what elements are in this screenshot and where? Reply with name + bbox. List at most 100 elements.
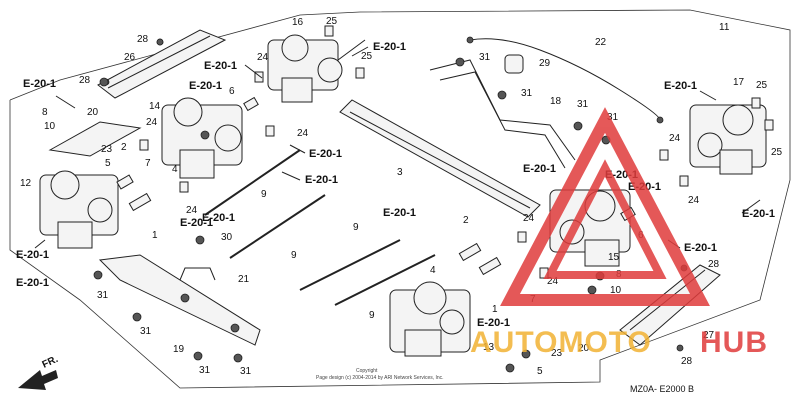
copyright-line1: Copyright <box>356 368 378 374</box>
copyright-line2: Page design (c) 2004-2014 by ARI Network… <box>316 375 444 381</box>
figure-code: MZ0A- E2000 B <box>630 384 694 394</box>
watermark-word-2: HUB <box>700 326 768 359</box>
part-label-p18: 18 <box>550 96 562 107</box>
part-label-p31d: 31 <box>607 112 619 123</box>
part-label-p25a: 25 <box>326 16 338 27</box>
part-label-p9d: 9 <box>369 310 375 321</box>
part-label-p8a: 8 <box>42 107 48 118</box>
part-label-p24b: 24 <box>146 117 158 128</box>
rods-9 <box>204 149 436 306</box>
part-label-p25b: 25 <box>361 51 373 62</box>
carburetor-12 <box>39 170 119 249</box>
reference-label-r10: E-20-1 <box>16 277 49 289</box>
part-label-p25c: 25 <box>756 80 768 91</box>
carburetor-16 <box>267 34 366 103</box>
reference-label-r3: E-20-1 <box>189 80 222 92</box>
part-label-p31b: 31 <box>521 88 533 99</box>
part-label-p31h: 31 <box>240 366 252 377</box>
carburetor-14 <box>161 97 243 179</box>
part-label-p31e: 31 <box>97 290 109 301</box>
part-label-p28d: 28 <box>681 356 693 367</box>
part-number-labels: 1122344556677889999101011121314151617181… <box>20 16 783 377</box>
watermark-triangle-icon <box>500 107 710 306</box>
reference-label-r8: E-20-1 <box>202 212 235 224</box>
part-label-p1b: 1 <box>492 304 498 315</box>
part-label-p12: 12 <box>20 178 32 189</box>
reference-label-r6: E-20-1 <box>305 174 338 186</box>
reference-arrows <box>34 46 761 249</box>
part-label-p23a: 23 <box>101 144 113 155</box>
part-label-p10a: 10 <box>44 121 56 132</box>
part-label-p20a: 20 <box>87 107 99 118</box>
part-label-p19: 19 <box>173 344 185 355</box>
part-label-p24g: 24 <box>688 195 700 206</box>
part-label-p31g: 31 <box>199 365 211 376</box>
part-label-p26: 26 <box>124 52 136 63</box>
part-label-p24d: 24 <box>186 205 198 216</box>
reference-label-r5: E-20-1 <box>309 148 342 160</box>
part-label-p5b: 5 <box>537 366 543 377</box>
bracket-18 <box>429 59 576 169</box>
reference-label-r17: E-20-1 <box>684 242 717 254</box>
reference-label-r9: E-20-1 <box>16 249 49 261</box>
part-label-p10b: 10 <box>610 285 622 296</box>
automotohub-watermark-logo: AUTOMOTO HUB <box>470 107 768 359</box>
plate-20 <box>48 121 142 157</box>
part-label-p17: 17 <box>733 77 745 88</box>
part-label-p24c: 24 <box>297 128 309 139</box>
part-label-p25d: 25 <box>771 147 783 158</box>
front-direction-arrow-icon: FR. <box>18 354 60 390</box>
reference-label-r16: E-20-1 <box>742 208 775 220</box>
reference-label-r11: E-20-1 <box>383 207 416 219</box>
part-label-p24a: 24 <box>257 52 269 63</box>
part-label-p14: 14 <box>149 101 161 112</box>
part-label-p28a: 28 <box>137 34 149 45</box>
reference-label-r1: E-20-1 <box>373 41 406 53</box>
diagram-frame <box>9 9 791 389</box>
reference-label-r12: E-20-1 <box>523 163 556 175</box>
reference-label-r15: E-20-1 <box>664 80 697 92</box>
reference-label-r2: E-20-1 <box>204 60 237 72</box>
reference-label-r18: E-20-1 <box>477 317 510 329</box>
part-label-p7a: 7 <box>145 158 151 169</box>
part-label-p4b: 4 <box>430 265 436 276</box>
part-label-p24f: 24 <box>669 133 681 144</box>
carburetor-13 <box>389 281 471 357</box>
reference-label-r7: E-20-1 <box>180 217 213 229</box>
part-label-p11: 11 <box>719 22 730 33</box>
part-label-p28b: 28 <box>79 75 91 86</box>
part-label-p3: 3 <box>397 167 403 178</box>
part-label-p4a: 4 <box>172 164 178 175</box>
link-bar-3 <box>339 99 541 218</box>
part-label-p16: 16 <box>292 17 304 28</box>
part-label-p24h: 24 <box>547 276 559 287</box>
part-label-p9b: 9 <box>291 250 297 261</box>
part-label-p9c: 9 <box>353 222 359 233</box>
part-label-p15: 15 <box>608 252 620 263</box>
part-label-p20b: 20 <box>578 343 590 354</box>
part-label-p29: 29 <box>539 58 551 69</box>
part-label-p31c: 31 <box>577 99 589 110</box>
part-label-p21: 21 <box>238 274 250 285</box>
direction-label: FR. <box>41 354 60 371</box>
clip-29 <box>504 54 524 74</box>
cable-22 <box>466 36 664 124</box>
part-label-p22: 22 <box>595 37 607 48</box>
part-label-p9a: 9 <box>261 189 267 200</box>
watermark-word-1: AUTOMOTO <box>470 326 652 359</box>
part-label-p31f: 31 <box>140 326 152 337</box>
part-label-p2b: 2 <box>463 215 469 226</box>
reference-code-labels: E-20-1E-20-1E-20-1E-20-1E-20-1E-20-1E-20… <box>16 41 775 329</box>
part-label-p6a: 6 <box>229 86 235 97</box>
part-label-p30: 30 <box>221 232 233 243</box>
part-label-p23b: 23 <box>551 348 563 359</box>
part-label-p2a: 2 <box>121 142 127 153</box>
part-label-p27: 27 <box>703 330 715 341</box>
part-label-p1a: 1 <box>152 230 158 241</box>
part-label-p31a: 31 <box>479 52 491 63</box>
part-label-p5a: 5 <box>105 158 111 169</box>
part-label-p13: 13 <box>483 342 495 353</box>
part-label-p28c: 28 <box>708 259 720 270</box>
reference-label-r4: E-20-1 <box>23 78 56 90</box>
